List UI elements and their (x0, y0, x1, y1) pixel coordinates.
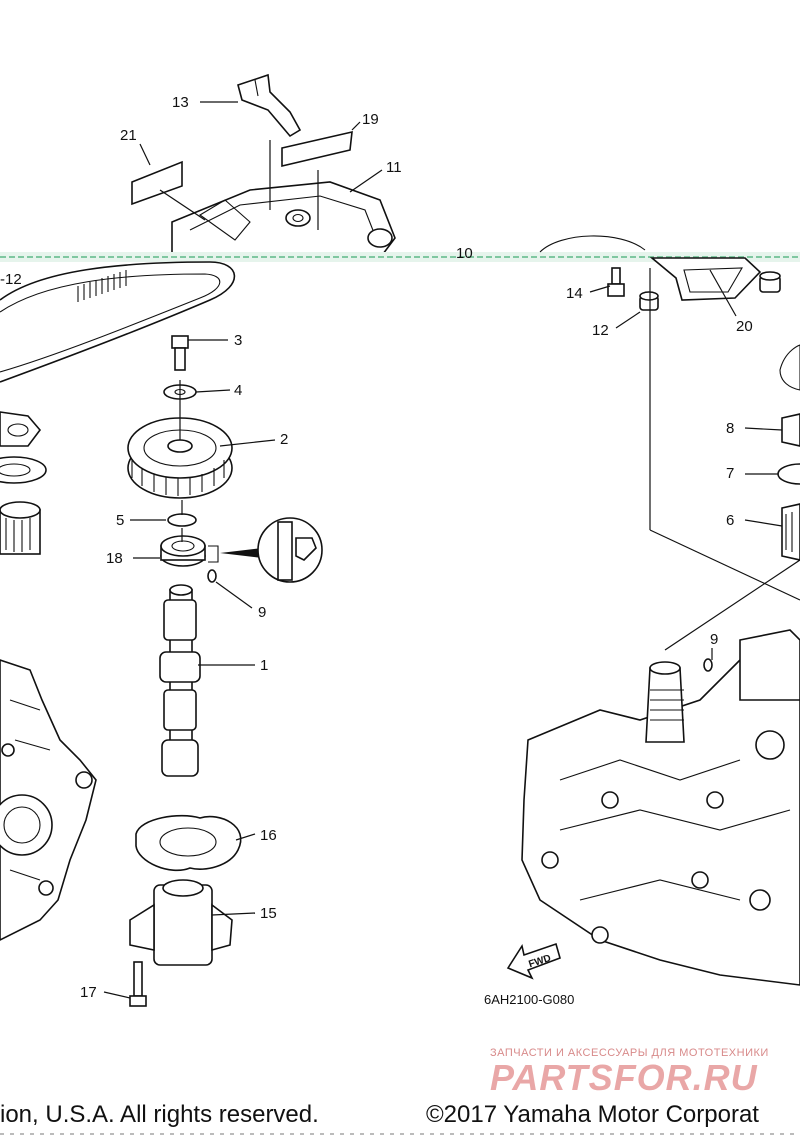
grommet-12 (639, 291, 659, 311)
callout-3: 3 (234, 332, 242, 349)
watermark-tagline: ЗАПЧАСТИ И АКСЕССУАРЫ ДЛЯ МОТОТЕХНИКИ (490, 1047, 769, 1059)
callout-11: 11 (386, 159, 402, 176)
callout-18: 18 (106, 550, 123, 567)
gasket (135, 814, 242, 872)
callout-14: 14 (566, 285, 583, 302)
seal-detail-inset (208, 517, 323, 583)
right-cylinder-block (521, 629, 800, 986)
footer-rights: ion, U.S.A. All rights reserved. (0, 1101, 319, 1128)
grommet-right (759, 271, 781, 293)
screw-14 (607, 267, 625, 297)
pump-housing (129, 879, 233, 966)
callouts: 13 19 21 11 10 -12 14 12 20 3 4 2 8 7 5 … (0, 94, 753, 1001)
callout-9: 9 (258, 604, 266, 621)
callout-20: 20 (736, 318, 753, 335)
right-washer (777, 463, 800, 485)
callout-19: 19 (362, 111, 379, 128)
right-belt-part (779, 344, 800, 391)
camshaft-pulley (127, 417, 233, 499)
callout-12-left: -12 (0, 271, 22, 288)
callout-4: 4 (234, 382, 242, 399)
right-nut (781, 413, 800, 447)
left-washer (0, 456, 47, 484)
callout-12: 12 (592, 322, 609, 339)
dowel-pin-right (703, 658, 713, 672)
bolt (171, 335, 189, 371)
left-cylinder-block (0, 659, 97, 941)
callout-17: 17 (80, 984, 97, 1001)
oil-seal (160, 535, 206, 567)
fwd-arrow: FWD (506, 942, 561, 980)
diagram-code: 6AH2100-G080 (484, 992, 574, 1007)
right-pulley (781, 503, 800, 561)
breather-hose (237, 73, 302, 138)
watermark-brand: PARTSFOR.RU (490, 1057, 758, 1098)
callout-5: 5 (116, 512, 124, 529)
left-pulley (0, 501, 41, 555)
timing-belt (0, 261, 236, 383)
dowel-pin (207, 569, 217, 583)
left-nut (0, 411, 42, 447)
callout-9-right: 9 (710, 631, 718, 648)
cover-gasket (539, 235, 646, 253)
bolt-17 (129, 961, 147, 1007)
callout-21: 21 (120, 127, 137, 144)
callout-7: 7 (726, 465, 734, 482)
callout-8: 8 (726, 420, 734, 437)
decal-19 (281, 130, 353, 168)
timing-belt-cover (171, 181, 396, 259)
camshaft (159, 584, 201, 777)
washer-5 (167, 513, 197, 527)
leader-lines (103, 101, 800, 999)
callout-10: 10 (456, 245, 473, 262)
callout-16: 16 (260, 827, 277, 844)
callout-13: 13 (172, 94, 189, 111)
callout-6: 6 (726, 512, 734, 529)
gasket-strip (649, 257, 762, 301)
callout-15: 15 (260, 905, 277, 922)
callout-1: 1 (260, 657, 268, 674)
footer-copyright: ©2017 Yamaha Motor Corporat (426, 1101, 759, 1128)
callout-2: 2 (280, 431, 288, 448)
decal-21 (131, 160, 183, 206)
